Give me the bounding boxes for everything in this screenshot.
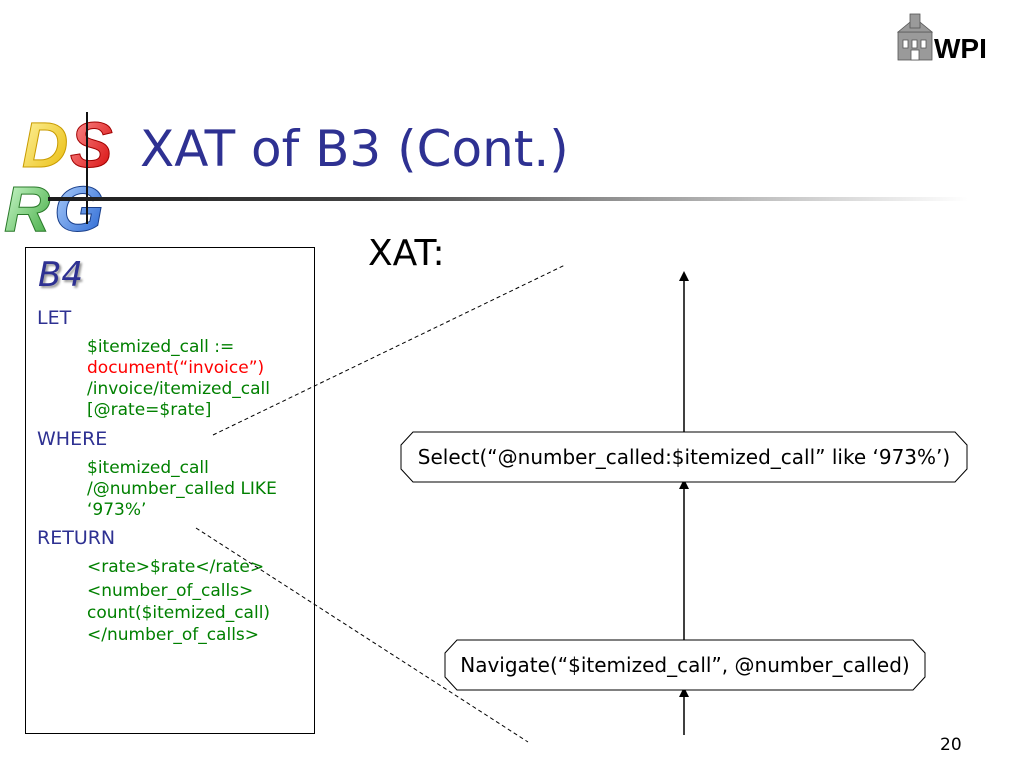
dashed-callout-bottom — [195, 527, 529, 743]
svg-text:D: D — [22, 109, 68, 181]
wpi-logo: WPI — [896, 13, 987, 64]
where-keyword: WHERE — [37, 428, 108, 450]
let-line: [@rate=$rate] — [87, 400, 212, 420]
return-line: count($itemized_call) — [87, 603, 271, 623]
where-line: /@number_called LIKE — [87, 479, 277, 499]
query-box — [25, 247, 315, 734]
where-line: $itemized_call — [87, 458, 209, 478]
let-line: document(“invoice”) — [87, 358, 265, 378]
title-vertical-rule — [86, 112, 88, 224]
svg-text:G: G — [54, 173, 104, 235]
svg-text:R: R — [4, 173, 50, 235]
page-number: 20 — [940, 735, 962, 755]
select-operator-shape — [400, 431, 968, 483]
slide-title: XAT of B3 (Cont.) — [140, 120, 569, 178]
title-underline — [48, 197, 968, 201]
let-keyword: LET — [37, 307, 72, 329]
query-box-heading: B4 — [38, 255, 83, 295]
let-line: /invoice/itemized_call — [87, 379, 270, 399]
dashed-callout-top — [212, 264, 566, 436]
return-line: <number_of_calls> — [87, 581, 254, 601]
dsrg-logo: D S R G — [4, 109, 114, 236]
svg-text:WPI: WPI — [934, 33, 987, 64]
where-line: ‘973%’ — [87, 500, 147, 520]
select-operator: Select(“@number_called:$itemized_call” l… — [417, 445, 951, 469]
let-line: $itemized_call := — [87, 337, 235, 357]
navigate-operator-shape — [444, 639, 926, 691]
return-keyword: RETURN — [37, 527, 116, 549]
xat-label: XAT: — [368, 233, 445, 274]
navigate-operator: Navigate(“$itemized_call”, @number_calle… — [460, 653, 910, 677]
svg-text:S: S — [70, 109, 113, 181]
return-line: </number_of_calls> — [87, 625, 260, 645]
return-line: <rate>$rate</rate> — [87, 557, 265, 577]
